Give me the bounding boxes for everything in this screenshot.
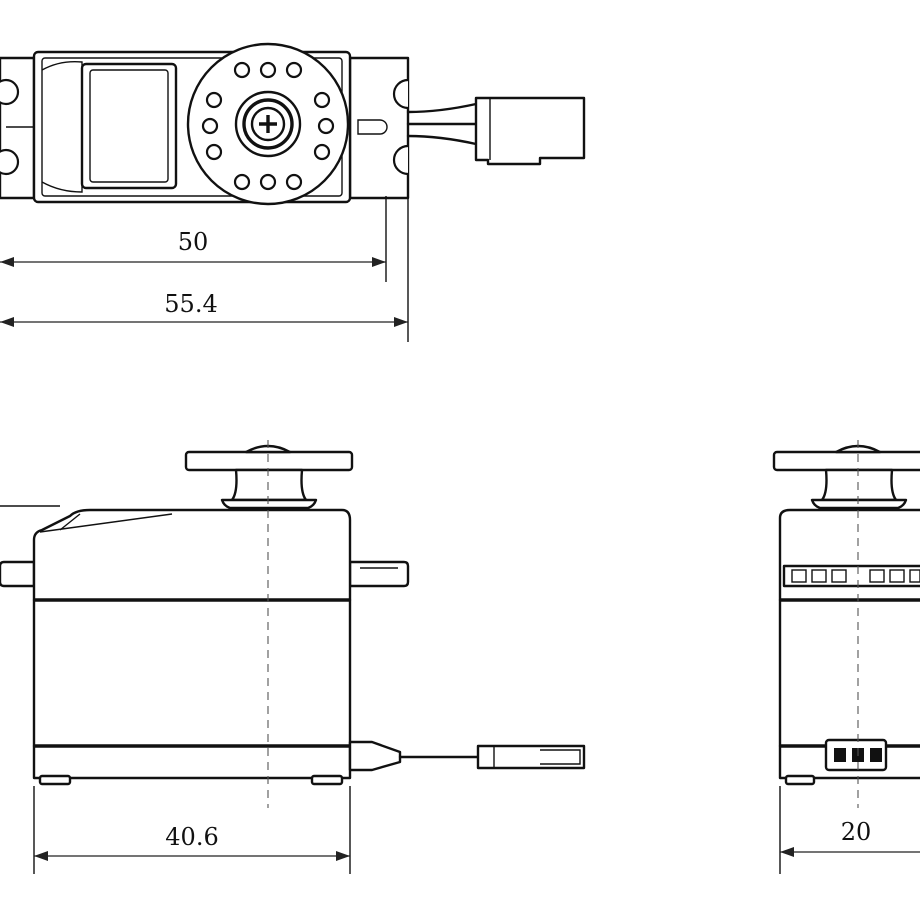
top-right-tab-hole-lower bbox=[392, 144, 409, 176]
front-connector bbox=[476, 744, 586, 770]
side-horn-plate bbox=[772, 450, 920, 472]
horn-hole bbox=[313, 143, 331, 161]
horn-hole bbox=[285, 173, 303, 191]
front-horn-plate bbox=[184, 450, 354, 472]
front-left-flange bbox=[0, 560, 36, 588]
horn-hole bbox=[205, 91, 223, 109]
side-wire-3 bbox=[870, 748, 882, 762]
front-upper-case bbox=[32, 508, 352, 602]
side-flange-ribs bbox=[791, 569, 920, 583]
front-bottom-cover bbox=[32, 744, 352, 780]
top-label-window-inner bbox=[89, 69, 169, 183]
front-horn-spline bbox=[230, 468, 308, 502]
side-foot-left bbox=[784, 774, 816, 786]
top-horn-holes bbox=[201, 61, 335, 191]
dimension-arrow-left bbox=[34, 851, 48, 861]
side-view: 20 bbox=[772, 440, 920, 874]
flange-rib bbox=[791, 569, 807, 583]
horn-hole bbox=[259, 173, 277, 191]
dimension-20: 20 bbox=[780, 818, 920, 857]
top-left-tab-hole-upper bbox=[0, 78, 20, 106]
dimension-arrow-right bbox=[372, 257, 386, 267]
side-horn-spline bbox=[820, 468, 898, 502]
dimension-label-50: 50 bbox=[178, 228, 209, 256]
side-middle-case bbox=[778, 598, 920, 748]
front-foot-left bbox=[38, 774, 72, 786]
dimension-arrow-left bbox=[780, 847, 794, 857]
dimension-40-6: 40.6 bbox=[34, 823, 350, 861]
dimension-arrow-left bbox=[0, 317, 14, 327]
front-horn-collar bbox=[220, 498, 318, 510]
top-view: 50 55.4 bbox=[0, 42, 586, 342]
top-cable-wire bbox=[406, 134, 478, 146]
dimension-arrow-right bbox=[394, 317, 408, 327]
top-label-window bbox=[80, 62, 178, 190]
horn-hole bbox=[285, 61, 303, 79]
dimension-arrow-left bbox=[0, 257, 14, 267]
flange-rib bbox=[889, 569, 905, 583]
horn-hole bbox=[233, 173, 251, 191]
top-connector bbox=[474, 96, 586, 166]
top-right-tab-slot bbox=[357, 119, 388, 135]
side-wire-1 bbox=[834, 748, 846, 762]
side-horn-screw-cap bbox=[834, 444, 882, 454]
dimension-50: 50 bbox=[0, 228, 386, 267]
front-middle-case bbox=[32, 598, 352, 748]
top-right-tab-hole-upper bbox=[392, 78, 409, 110]
top-cable-wire bbox=[406, 102, 478, 114]
top-cable bbox=[406, 102, 478, 146]
horn-hole bbox=[259, 61, 277, 79]
horn-hole bbox=[317, 117, 335, 135]
front-view: 40.6 bbox=[0, 440, 586, 874]
top-horn-hub-ring bbox=[242, 98, 294, 150]
dimension-label-40-6: 40.6 bbox=[165, 823, 218, 851]
horn-hole bbox=[233, 61, 251, 79]
front-upper-case-label-edge bbox=[39, 513, 173, 533]
top-left-tab-hole-lower bbox=[0, 148, 20, 176]
dimension-arrow-right bbox=[336, 851, 350, 861]
front-cable-grommet bbox=[348, 740, 402, 772]
horn-hole bbox=[201, 117, 219, 135]
front-connector-latch bbox=[540, 749, 581, 765]
flange-rib bbox=[831, 569, 847, 583]
horn-hole bbox=[313, 91, 331, 109]
flange-rib bbox=[811, 569, 827, 583]
dimension-55-4: 55.4 bbox=[0, 290, 408, 327]
horn-hole bbox=[205, 143, 223, 161]
flange-rib bbox=[869, 569, 885, 583]
front-foot-right bbox=[310, 774, 344, 786]
side-flange-band bbox=[782, 564, 920, 588]
dimension-label-20: 20 bbox=[841, 818, 872, 846]
flange-rib bbox=[909, 569, 920, 583]
front-horn-screw-cap bbox=[244, 444, 292, 454]
dimension-label-55-4: 55.4 bbox=[164, 290, 217, 318]
side-horn-collar bbox=[810, 498, 908, 510]
front-right-flange bbox=[348, 560, 410, 588]
front-upper-case-bevel bbox=[59, 513, 81, 531]
